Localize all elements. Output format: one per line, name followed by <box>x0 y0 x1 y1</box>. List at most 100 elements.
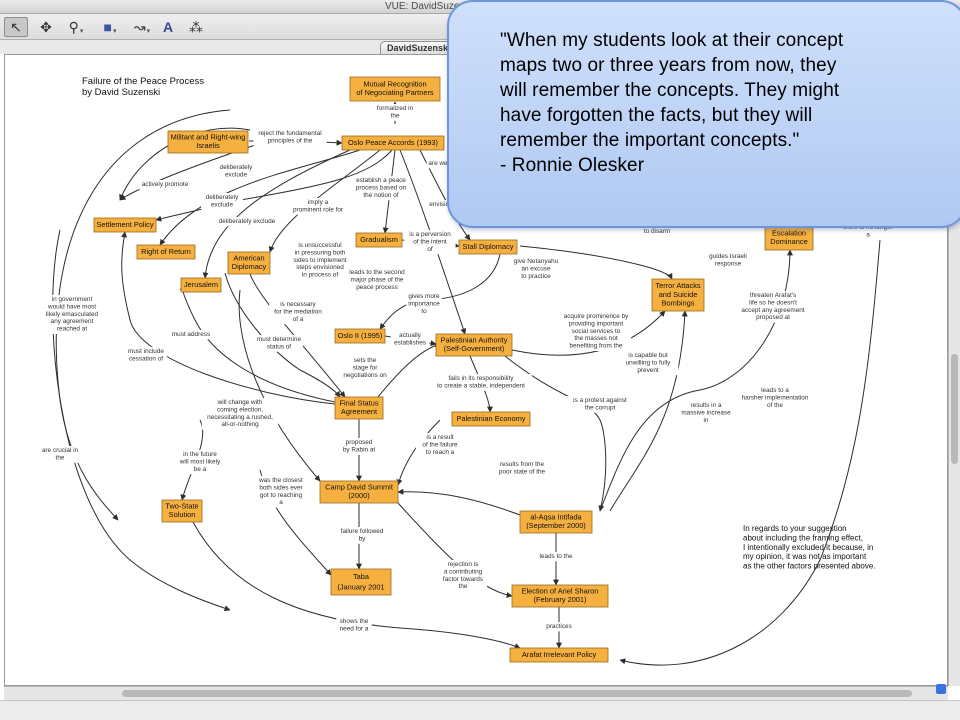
map-link-label: in <box>704 417 709 424</box>
map-node-stall[interactable] <box>458 239 518 255</box>
map-link-label: both sides ever <box>259 484 303 491</box>
map-link-label: proposed at <box>756 314 790 321</box>
map-link[interactable] <box>155 149 393 222</box>
map-link-label: is a protest against <box>573 397 627 404</box>
map-link[interactable] <box>377 342 441 398</box>
map-node-arafat[interactable] <box>509 647 609 663</box>
map-link-label-bg <box>739 291 807 323</box>
map-node-label: Settlement Policy <box>96 220 153 229</box>
map-node-label: and Suicide <box>659 290 698 299</box>
dropdown-arrow-icon: ▾ <box>146 28 151 35</box>
map-node-label: Palestinian Authority <box>441 335 508 344</box>
map-link[interactable] <box>504 355 607 512</box>
node-tool-button[interactable]: ■▾ <box>98 17 122 37</box>
map-link[interactable] <box>396 419 441 486</box>
horizontal-scrollbar[interactable] <box>4 686 948 700</box>
map-node-label: Israelis <box>196 141 220 150</box>
map-node-intifada[interactable] <box>519 510 593 534</box>
map-link[interactable] <box>609 310 688 512</box>
selection-tool-button[interactable]: ↖ <box>4 17 28 37</box>
map-link-label-bg <box>201 193 243 210</box>
map-note-text: I intentionally excluded it because, in <box>743 543 873 552</box>
map-node-label: Right of Return <box>141 247 191 256</box>
map-link-label: sets the <box>354 357 377 364</box>
map-link[interactable] <box>121 231 336 405</box>
map-node-taba[interactable] <box>330 568 392 596</box>
map-link[interactable] <box>397 488 521 516</box>
map-node-gradualism[interactable] <box>355 232 403 248</box>
map-node-label: Final Status <box>339 398 378 407</box>
map-link-label-bg <box>215 163 257 180</box>
map-link[interactable] <box>159 149 361 246</box>
map-node-label: Camp David Summit <box>325 482 393 491</box>
map-node-label: Stall Diplomacy <box>463 242 514 251</box>
map-link-label-bg <box>339 356 391 381</box>
dropdown-arrow-icon: ▾ <box>79 28 84 35</box>
pathway-tool-button[interactable]: ⁂ <box>184 17 208 37</box>
map-node-label: Dominance <box>770 237 807 246</box>
map-link-label: got to reaching <box>260 492 303 499</box>
map-link-label: response <box>715 260 742 267</box>
quote-line: remember the important concepts." <box>500 130 800 151</box>
map-link-label: practices <box>546 623 572 630</box>
map-node-militant[interactable] <box>167 130 249 154</box>
zoom-tool-button[interactable]: ⚲▾ <box>64 17 88 37</box>
map-node-two-state[interactable] <box>161 499 203 523</box>
map-node-oslo2[interactable] <box>334 328 386 344</box>
map-link-label: major phase of the <box>351 276 404 283</box>
map-node-right-return[interactable] <box>136 244 196 260</box>
map-link[interactable] <box>224 272 341 398</box>
map-node-final[interactable] <box>334 396 384 420</box>
map-link[interactable] <box>619 239 881 666</box>
map-node-label: Two-State <box>165 501 198 510</box>
map-node-oslo[interactable] <box>341 135 445 151</box>
map-link[interactable] <box>519 245 673 280</box>
map-link-label-bg <box>352 176 410 201</box>
map-link-label-bg <box>269 300 327 325</box>
map-node-label: Solution <box>169 510 196 519</box>
map-link[interactable] <box>202 149 351 279</box>
map-link-label: coming election, <box>217 406 263 413</box>
map-node-label: Diplomacy <box>232 262 267 271</box>
map-link-label: are we <box>428 160 448 167</box>
pan-tool-button[interactable]: ✥ <box>34 17 58 37</box>
map-node-economy[interactable] <box>451 411 531 427</box>
map-link-label: of the failure <box>422 441 458 448</box>
map-link-label: prominent role for <box>293 206 344 213</box>
map-node-sharon[interactable] <box>511 584 609 608</box>
map-node-camp[interactable] <box>319 480 399 504</box>
map-link-label: must determine <box>257 336 301 343</box>
horizontal-scroll-thumb[interactable] <box>122 690 912 697</box>
map-link[interactable] <box>192 521 521 649</box>
map-link-label: an excuse <box>521 265 551 272</box>
map-node-mutual[interactable] <box>349 76 441 102</box>
map-link[interactable] <box>238 289 321 482</box>
map-node-settlement[interactable] <box>93 217 157 233</box>
map-link-label-bg <box>560 312 632 351</box>
map-link-label: a <box>279 499 283 506</box>
map-node-jerusalem[interactable] <box>180 277 222 293</box>
magnifier-icon: ⚲ <box>68 18 79 35</box>
resize-grip-icon[interactable] <box>936 684 946 694</box>
map-link-label: importance <box>408 300 440 307</box>
map-link-label: to create a stable, independent <box>437 382 525 389</box>
map-link-label: envision <box>429 201 453 208</box>
map-link-label: social services to <box>572 328 621 335</box>
vertical-scroll-thumb[interactable] <box>951 354 958 464</box>
map-node-label: American <box>233 253 264 262</box>
link-tool-button[interactable]: ↝▾ <box>130 17 154 37</box>
map-link-label: the <box>56 454 65 461</box>
map-link-label: is a result <box>426 434 454 441</box>
map-link-label: any agreement <box>51 318 94 325</box>
map-node-label: Palestinian Economy <box>456 414 525 423</box>
map-link[interactable] <box>511 310 666 356</box>
map-node-terror[interactable] <box>651 278 705 312</box>
text-tool-button[interactable]: A <box>156 17 180 37</box>
map-link-label: establishes <box>394 339 426 346</box>
map-link-label: give Netanyahu <box>514 258 559 265</box>
map-node-pa[interactable] <box>435 333 513 357</box>
map-link-label: imply a <box>308 199 329 206</box>
map-node-label: of Negociating Partners <box>356 88 434 97</box>
map-node-american[interactable] <box>227 251 271 275</box>
